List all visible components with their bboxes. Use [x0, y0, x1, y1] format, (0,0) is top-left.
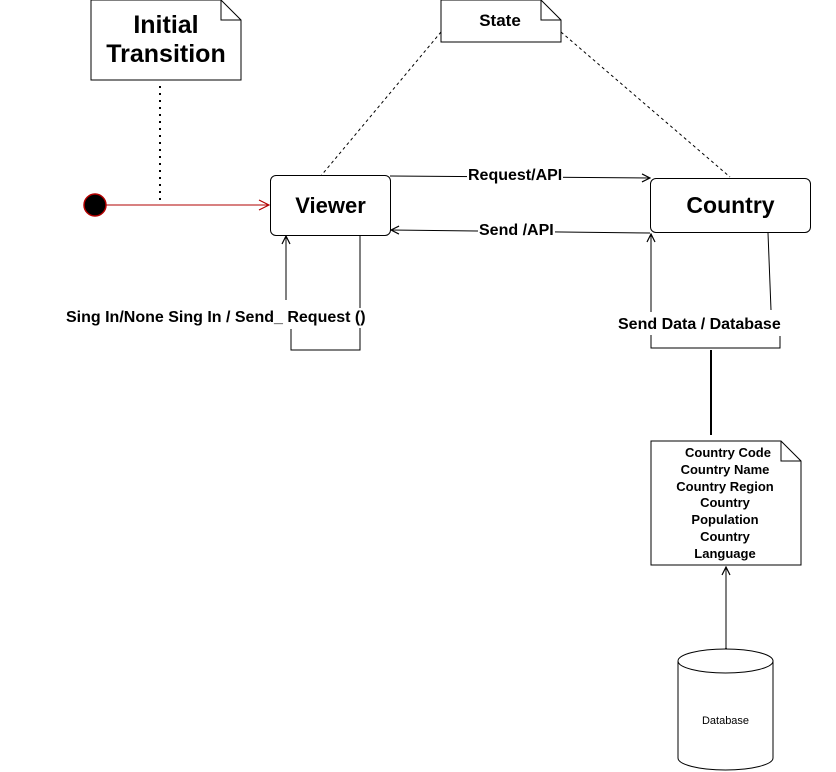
- state-country[interactable]: Country: [650, 178, 811, 233]
- state-note-link-viewer: [319, 31, 442, 178]
- request-api-label: Request/API: [467, 166, 564, 186]
- country-self-transition-label: Send Data / Database: [618, 315, 781, 335]
- database-cylinder: [677, 648, 774, 771]
- field-country-pop-2: Population: [691, 512, 759, 528]
- fields-note: [650, 440, 802, 566]
- state-note-link-country: [560, 31, 731, 178]
- initial-transition-line1: Initial: [133, 11, 199, 39]
- state-note: [440, 0, 562, 43]
- viewer-self-transition-label: Sing In/None Sing In / Send_ Request (): [66, 308, 366, 328]
- initial-transition-note: [90, 0, 242, 81]
- send-api-label: Send /API: [478, 221, 555, 241]
- field-country-lang-2: Language: [694, 545, 756, 561]
- initial-transition-title: Initial Transition: [91, 11, 241, 69]
- field-country-name: Country Name: [680, 461, 770, 477]
- field-country-region: Country Region: [676, 478, 774, 494]
- initial-node: [83, 193, 107, 217]
- field-country-lang-1: Country: [700, 528, 750, 544]
- state-note-label: State: [479, 11, 521, 30]
- initial-transition-line2: Transition: [106, 40, 226, 68]
- field-country-pop-1: Country: [700, 495, 750, 511]
- database-label: Database: [701, 715, 750, 727]
- viewer-self-loop: [286, 235, 361, 351]
- state-viewer[interactable]: Viewer: [270, 175, 391, 236]
- fields-list: Country Code Country Name Country Region…: [651, 445, 799, 563]
- field-country-code: Country Code: [685, 445, 771, 460]
- country-self-loop: [651, 233, 781, 349]
